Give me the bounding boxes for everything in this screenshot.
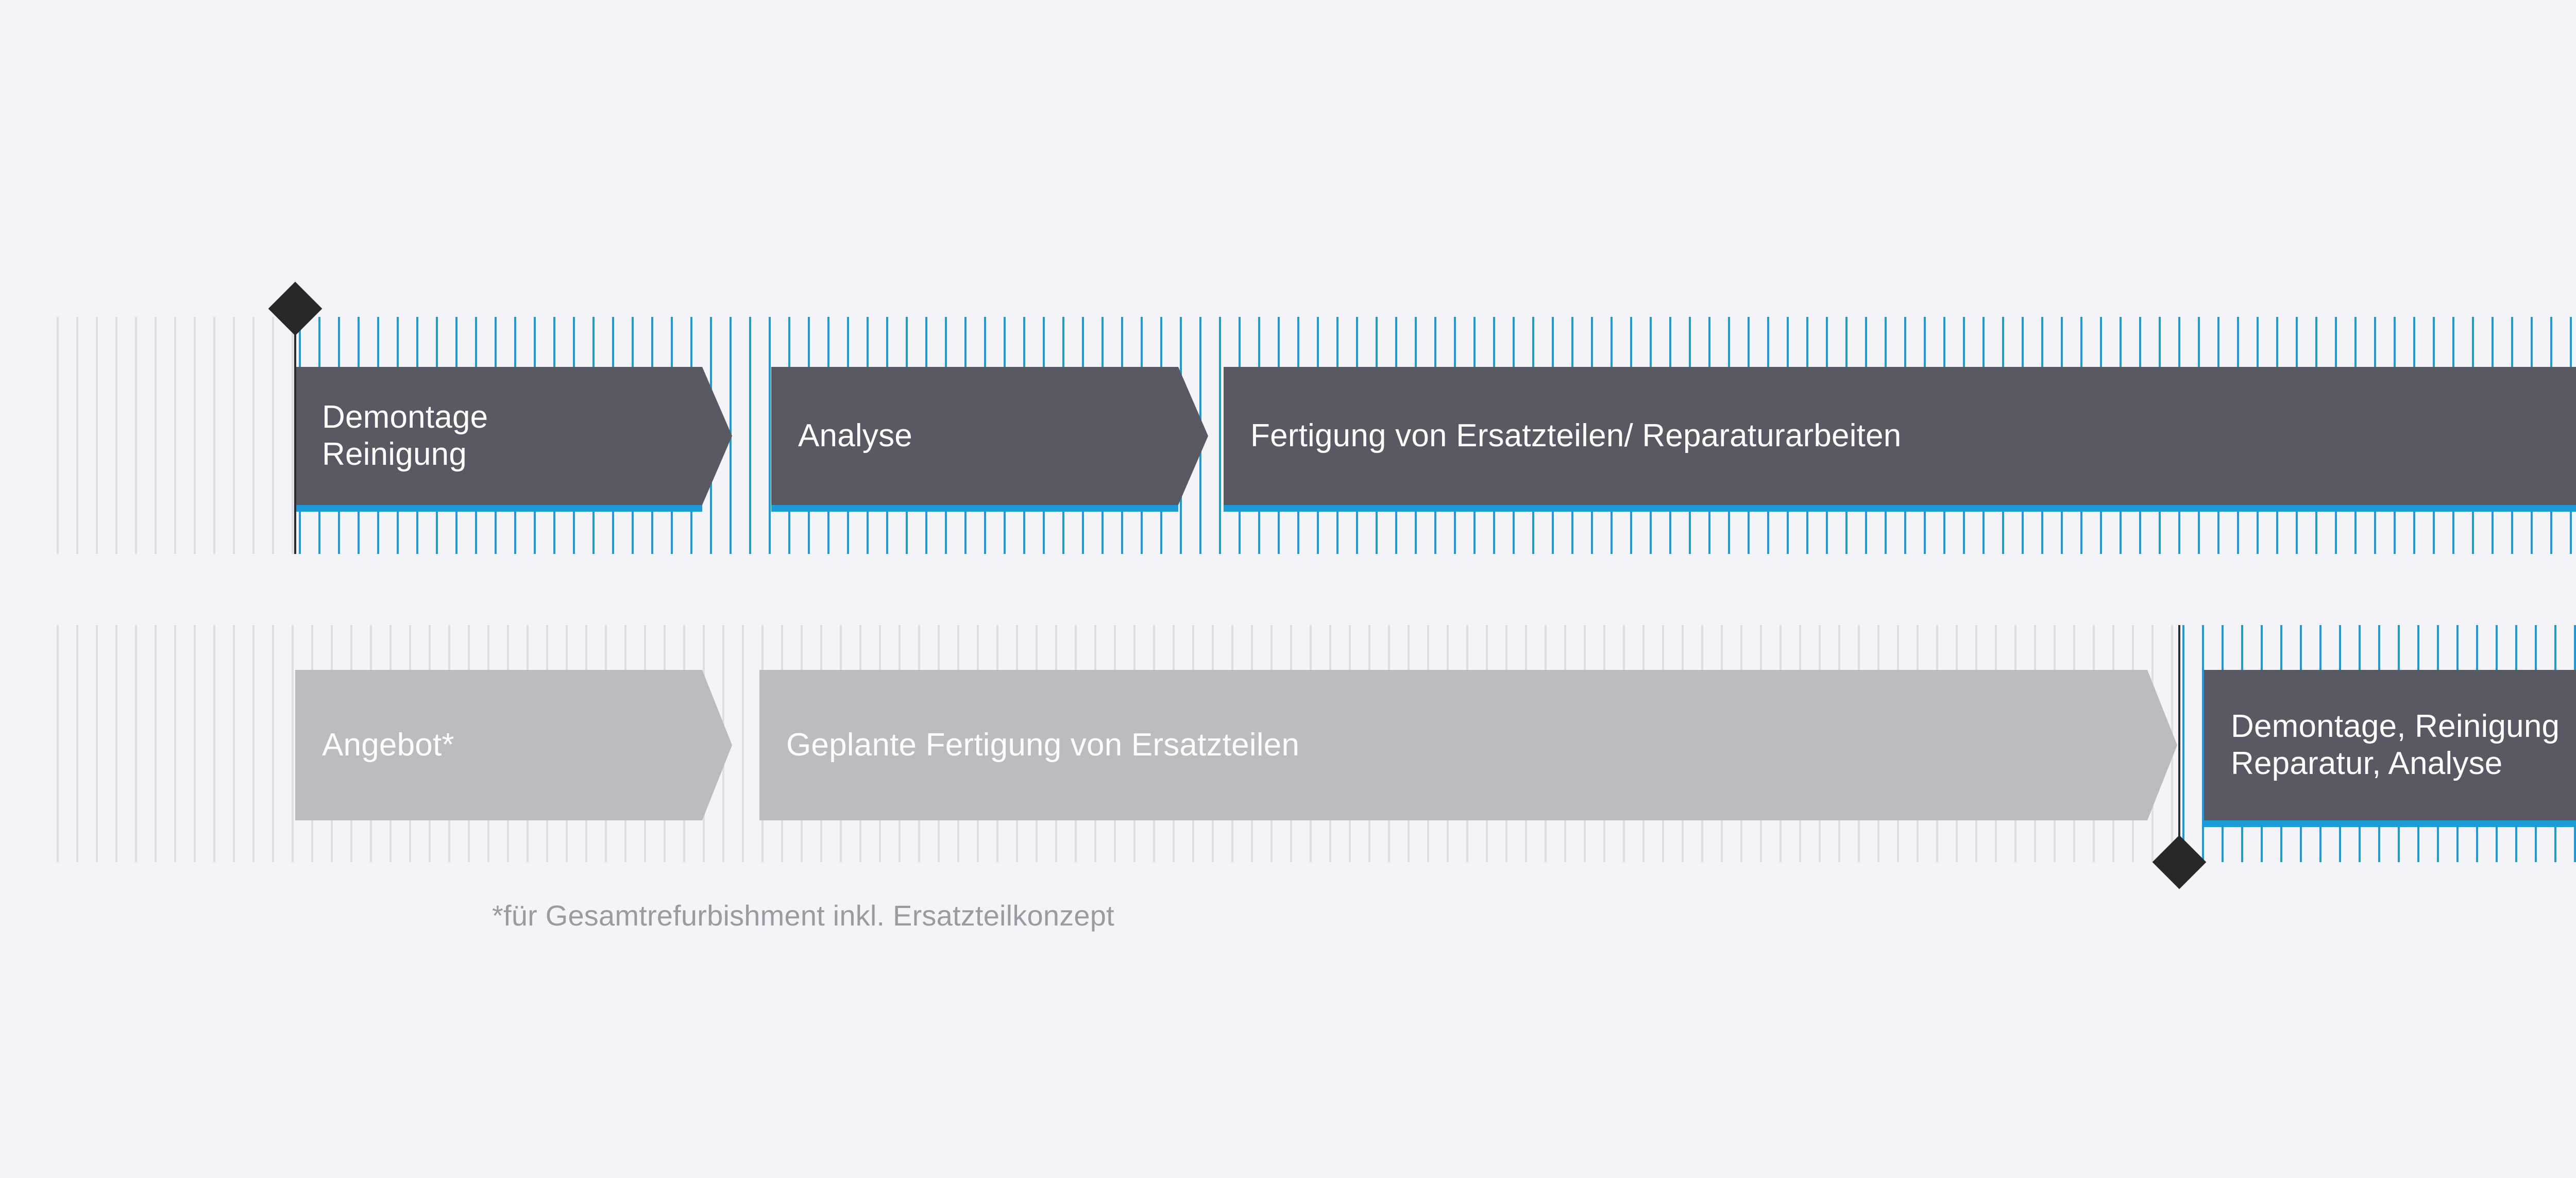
step-underline: [2204, 820, 2576, 827]
step-underline: [1224, 505, 2576, 512]
step-label: Angebot*: [322, 727, 454, 763]
step-demontage-reparatur-analyse[interactable]: Demontage, Reinigung Reparatur, Analyse: [2204, 670, 2576, 820]
step-demontage-reinigung[interactable]: Demontage Reinigung: [295, 367, 732, 505]
milestone-start-line: [294, 317, 296, 554]
step-geplante-fertigung[interactable]: Geplante Fertigung von Ersatzteilen: [759, 670, 2177, 820]
step-label: Fertigung von Ersatzteilen/ Reparaturarb…: [1250, 418, 1902, 454]
step-underline: [771, 505, 1178, 512]
step-analyse[interactable]: Analyse: [771, 367, 1208, 505]
step-fertigung-reparatur[interactable]: Fertigung von Ersatzteilen/ Reparaturarb…: [1224, 367, 2576, 505]
milestone-work-start-line: [2178, 625, 2180, 862]
step-underline: [295, 505, 702, 512]
step-label: Demontage, Reinigung Reparatur, Analyse: [2231, 709, 2560, 781]
milestone-work-start[interactable]: [2152, 835, 2207, 889]
step-label: Geplante Fertigung von Ersatzteilen: [786, 727, 1300, 763]
step-angebot[interactable]: Angebot*: [295, 670, 732, 820]
row1-tickband-left-grey: [56, 317, 297, 554]
step-label: Demontage Reinigung: [322, 399, 488, 472]
footnote: *für Gesamtrefurbishment inkl. Ersatztei…: [492, 899, 1114, 932]
step-label: Analyse: [798, 418, 912, 454]
milestone-start[interactable]: [268, 281, 323, 336]
